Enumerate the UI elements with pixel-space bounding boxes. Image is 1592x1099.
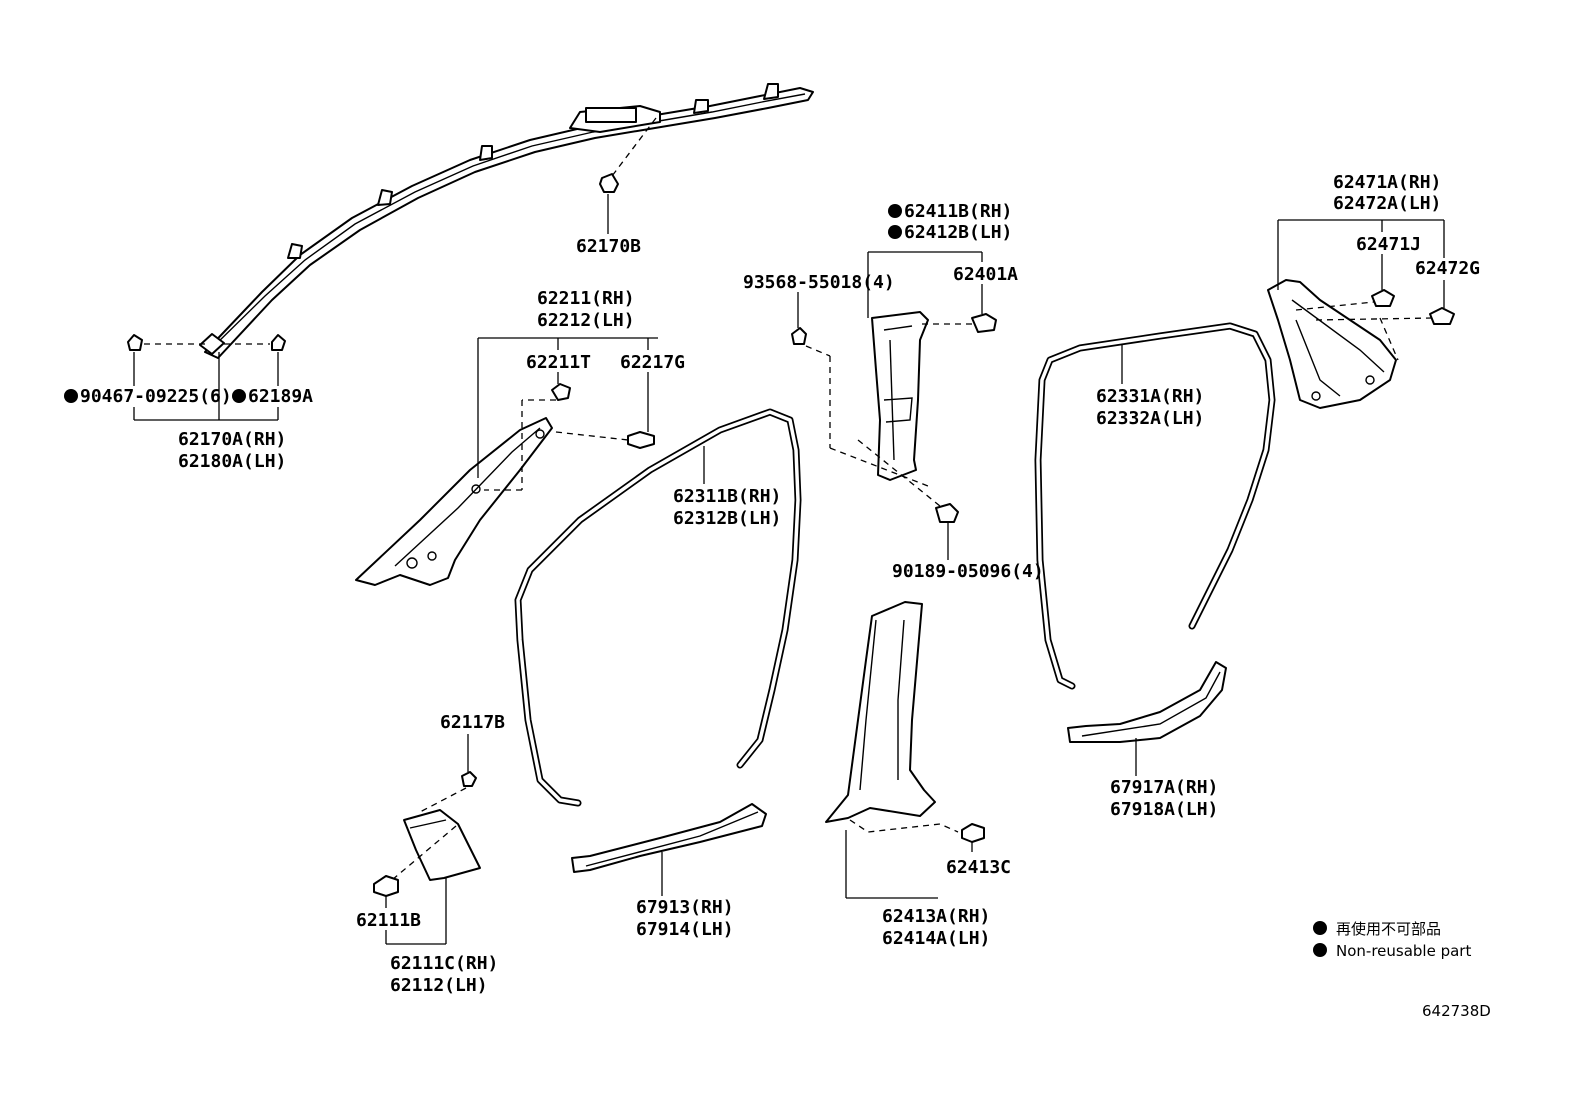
label-62211: 62211(RH) <box>537 288 635 309</box>
clip-62170B <box>599 117 657 234</box>
label-93568: 93568-55018(4) <box>743 272 895 293</box>
center-pillar-garnish-upper <box>867 251 997 481</box>
label-62414A: 62414A(LH) <box>882 928 990 949</box>
bolts-93568-90189 <box>791 292 959 560</box>
label-62331A: 62331A(RH) <box>1096 386 1204 407</box>
rear-door-weatherstrip <box>1034 322 1276 690</box>
cowl-side-trim <box>373 734 481 945</box>
non-reusable-dot <box>232 389 246 403</box>
label-62471J: 62471J <box>1356 234 1421 255</box>
label-62217G: 62217G <box>620 352 685 373</box>
label-62413A: 62413A(RH) <box>882 906 990 927</box>
label-62472A: 62472A(LH) <box>1333 193 1441 214</box>
label-62211T: 62211T <box>526 352 591 373</box>
label-62112: 62112(LH) <box>390 975 488 996</box>
label-62180A: 62180A(LH) <box>178 451 286 472</box>
label-62170B: 62170B <box>576 236 641 257</box>
non-reusable-dot <box>888 225 902 239</box>
roof-side-inner-garnish <box>1267 219 1455 409</box>
label-67913: 67913(RH) <box>636 897 734 918</box>
legend-jp: 再使用不可部品 <box>1336 920 1441 938</box>
label-62111B: 62111B <box>356 910 421 931</box>
label-67914: 67914(LH) <box>636 919 734 940</box>
rear-scuff-plate <box>1067 661 1227 776</box>
legend-en: Non-reusable part <box>1336 942 1471 960</box>
label-62411B: 62411B(RH) <box>904 201 1012 222</box>
label-62332A: 62332A(LH) <box>1096 408 1204 429</box>
label-62471A: 62471A(RH) <box>1333 172 1441 193</box>
label-90467: 90467-09225(6) <box>80 386 232 407</box>
part-labels: 62170B 90467-09225(6) 62189A 62170A(RH) … <box>64 172 1480 996</box>
label-62472G: 62472G <box>1415 258 1480 279</box>
non-reusable-dot <box>64 389 78 403</box>
clips-90467-62189A <box>127 334 286 421</box>
label-62212: 62212(LH) <box>537 310 635 331</box>
label-62412B: 62412B(LH) <box>904 222 1012 243</box>
front-pillar-garnish <box>355 417 553 586</box>
diagram-code: 642738D <box>1422 1002 1491 1020</box>
non-reusable-dot <box>888 204 902 218</box>
label-62311B: 62311B(RH) <box>673 486 781 507</box>
legend-dot <box>1313 943 1327 957</box>
legend-dot <box>1313 921 1327 935</box>
label-67918A: 67918A(LH) <box>1110 799 1218 820</box>
label-62401A: 62401A <box>953 264 1018 285</box>
label-67917A: 67917A(RH) <box>1110 777 1218 798</box>
curtain-shield-airbag <box>199 83 814 359</box>
front-scuff-plate <box>571 803 767 896</box>
front-door-weatherstrip <box>514 408 802 807</box>
label-62312B: 62312B(LH) <box>673 508 781 529</box>
legend: 再使用不可部品 Non-reusable part <box>1313 920 1471 960</box>
label-62189A: 62189A <box>248 386 313 407</box>
center-pillar-garnish-lower <box>825 601 985 899</box>
label-62170A: 62170A(RH) <box>178 429 286 450</box>
label-62111C: 62111C(RH) <box>390 953 498 974</box>
label-62413C: 62413C <box>946 857 1011 878</box>
label-62117B: 62117B <box>440 712 505 733</box>
label-90189: 90189-05096(4) <box>892 561 1044 582</box>
clips-62211T-62217G <box>477 337 658 491</box>
